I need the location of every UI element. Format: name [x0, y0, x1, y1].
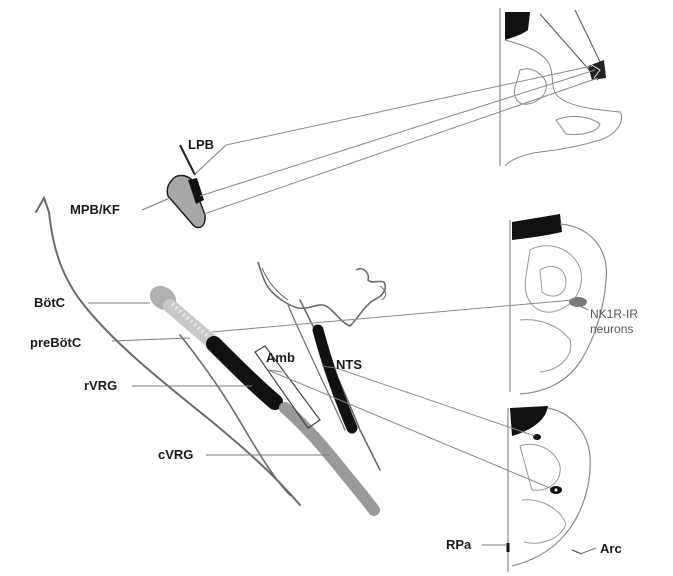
- cvrg-label: cVRG: [158, 448, 193, 461]
- projection-lines: [200, 66, 598, 488]
- mpb-kf-label: MPB/KF: [70, 203, 120, 216]
- mpb-lower-to-section: [204, 78, 598, 214]
- nk1r-label-line2: neurons: [590, 323, 633, 335]
- nk1r-cluster: [569, 297, 587, 307]
- prebotc-to-section: [212, 300, 573, 332]
- nts-dot: [533, 434, 541, 440]
- pontine-nuclei: [167, 145, 205, 228]
- nts-label: NTS: [336, 358, 362, 371]
- cvrg-region: [285, 408, 374, 510]
- rpa-label: RPa: [446, 538, 471, 551]
- mpb-leader: [142, 198, 170, 210]
- coronal-section-pons: [500, 8, 622, 166]
- amb-label: Amb: [266, 351, 295, 364]
- arc-label: Arc: [600, 542, 622, 555]
- rvrg-label: rVRG: [84, 379, 117, 392]
- nts-region: [318, 330, 352, 428]
- nk1r-label-line1: NK1R-IR: [590, 308, 638, 320]
- mpb-upper-to-section: [200, 70, 595, 196]
- leader-lines: [88, 145, 596, 554]
- fourth-ventricle-outline: [258, 262, 386, 326]
- arc-leader: [580, 548, 596, 554]
- lpb-to-section: [226, 66, 592, 145]
- botc-label: BötC: [34, 296, 65, 309]
- nts-to-section: [336, 368, 535, 436]
- prebotc-label: preBötC: [30, 336, 81, 349]
- lpb-label: LPB: [188, 138, 214, 151]
- prebotc-leader: [112, 338, 190, 341]
